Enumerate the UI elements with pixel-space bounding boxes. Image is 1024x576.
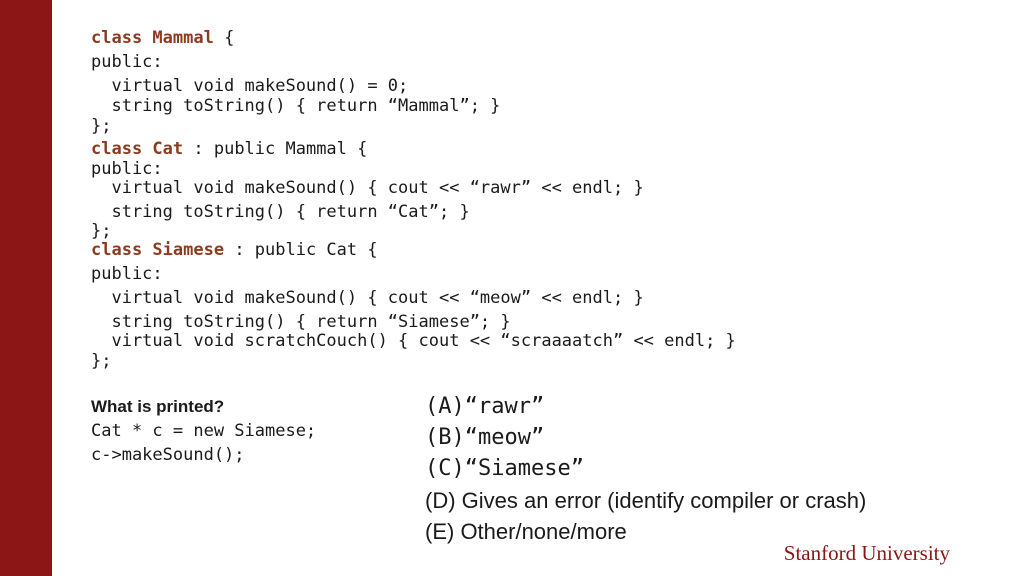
code-line: virtual void makeSound() { cout << “meow… bbox=[91, 288, 644, 308]
answer-option-b: (B)“meow” bbox=[425, 425, 545, 450]
code-text: : public Mammal { bbox=[183, 139, 368, 159]
code-line: virtual void scratchCouch() { cout << “s… bbox=[91, 331, 736, 351]
keyword-class: class bbox=[91, 240, 143, 260]
code-line: }; bbox=[91, 351, 112, 371]
keyword-class: class bbox=[91, 28, 143, 48]
code-line: class Siamese : public Cat { bbox=[91, 240, 378, 260]
code-line: public: bbox=[91, 264, 163, 284]
question-code-line: c->makeSound(); bbox=[91, 445, 245, 465]
code-block: class Mammal { public: virtual void make… bbox=[91, 28, 736, 428]
code-line: class Mammal { bbox=[91, 28, 234, 48]
code-text: : public Cat { bbox=[224, 240, 378, 260]
code-line: public: bbox=[91, 159, 163, 179]
class-name: Cat bbox=[142, 139, 184, 159]
code-line: public: bbox=[91, 52, 163, 72]
code-line: string toString() { return “Siamese”; } bbox=[91, 312, 511, 332]
question-code-line: Cat * c = new Siamese; bbox=[91, 421, 317, 441]
code-line: }; bbox=[91, 116, 112, 136]
answer-option-a: (A)“rawr” bbox=[425, 394, 545, 419]
keyword-class: class bbox=[91, 139, 143, 159]
question-label: What is printed? bbox=[91, 397, 225, 416]
code-line: class Cat : public Mammal { bbox=[91, 139, 367, 159]
code-line: }; bbox=[91, 221, 112, 241]
answer-option-e: (E) Other/none/more bbox=[425, 519, 627, 544]
answer-option-c: (C)“Siamese” bbox=[425, 456, 584, 481]
class-name: Siamese bbox=[142, 240, 225, 260]
sidebar-accent-bar bbox=[0, 0, 52, 576]
code-line: virtual void makeSound() = 0; bbox=[91, 76, 409, 96]
stanford-logo: Stanford University bbox=[783, 541, 950, 565]
answer-option-d: (D) Gives an error (identify compiler or… bbox=[425, 488, 867, 513]
class-name: Mammal bbox=[142, 28, 214, 48]
code-line: string toString() { return “Cat”; } bbox=[91, 202, 470, 222]
code-line: virtual void makeSound() { cout << “rawr… bbox=[91, 178, 644, 198]
code-text: { bbox=[213, 28, 235, 48]
code-line: string toString() { return “Mammal”; } bbox=[91, 96, 501, 116]
